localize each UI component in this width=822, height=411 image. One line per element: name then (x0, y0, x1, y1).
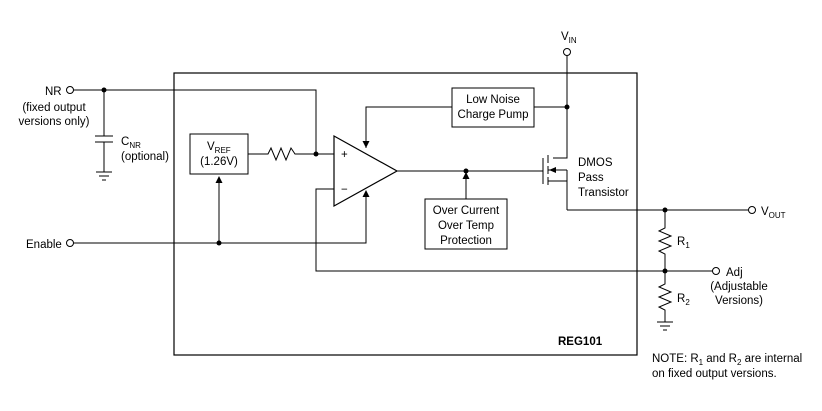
charge-pump-line2: Charge Pump (458, 109, 529, 121)
r2-label: R2 (677, 293, 690, 307)
opamp-output-junction-dot (463, 168, 469, 174)
dmos-line2: Pass (578, 172, 604, 184)
nr-note-line1: (fixed output (22, 102, 86, 114)
opamp-minus-label: − (341, 184, 348, 196)
adj-label: Adj (726, 267, 743, 279)
note-line1: NOTE: R1 and R2 are internal (652, 353, 802, 367)
error-amplifier (333, 134, 399, 208)
opamp-enable-arrow-icon (362, 190, 370, 197)
feedback-wire (315, 188, 713, 272)
protection-arrow-icon (462, 172, 470, 179)
nr-pin-label: NR (45, 86, 62, 98)
nr-terminal[interactable] (66, 86, 74, 94)
vref-box (189, 133, 249, 175)
r2-ground-icon (657, 321, 673, 331)
vref-resistor-icon (248, 146, 334, 162)
chip-outline (173, 72, 638, 356)
enable-terminal[interactable] (66, 239, 74, 247)
vout-terminal[interactable] (748, 206, 756, 214)
vout-label: VOUT (761, 206, 786, 220)
enable-wire (73, 197, 367, 244)
vref-enable-arrow-icon (215, 176, 223, 183)
vref-label: VREF (207, 141, 231, 155)
adj-note-line2: Versions) (715, 295, 763, 307)
vref-value: (1.26V) (200, 156, 238, 168)
r2-resistor-icon (657, 271, 673, 322)
note-line2: on fixed output versions. (652, 368, 777, 380)
nr-junction-dot (101, 87, 107, 93)
dmos-line1: DMOS (578, 157, 613, 169)
adj-note-line1: (Adjustable (710, 281, 768, 293)
vin-wire (553, 55, 568, 159)
charge-pump-arrow-icon (362, 141, 370, 148)
r1-resistor-icon (657, 210, 673, 271)
opamp-plus-label: + (341, 149, 348, 161)
vin-label: VIN (561, 31, 577, 45)
protection-line2: Over Temp (438, 220, 494, 232)
dmos-line3: Transistor (578, 187, 629, 199)
vin-terminal[interactable] (563, 48, 571, 56)
nr-wire (73, 89, 317, 154)
charge-pump-to-opamp-wire (365, 106, 452, 148)
nr-note-line2: versions only) (19, 116, 90, 128)
protection-line1: Over Current (433, 205, 500, 217)
cnr-label: CNR (121, 136, 141, 150)
chip-name: REG101 (558, 336, 603, 348)
plus-input-junction-dot (313, 151, 319, 157)
enable-pin-label: Enable (26, 239, 62, 251)
dmos-transistor-icon (542, 155, 568, 210)
protection-line3: Protection (440, 235, 492, 247)
r1-label: R1 (677, 236, 690, 250)
vin-junction-dot (564, 104, 570, 110)
cnr-capacitor (95, 135, 113, 172)
charge-pump-line1: Low Noise (466, 94, 520, 106)
cnr-ground-icon (96, 171, 112, 181)
adj-terminal[interactable] (712, 267, 720, 275)
cnr-note: (optional) (121, 151, 169, 163)
